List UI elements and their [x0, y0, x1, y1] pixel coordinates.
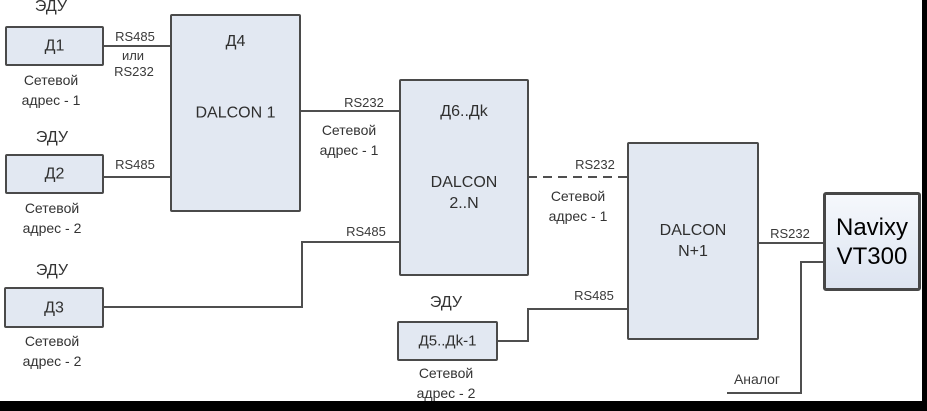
node-d5-caption: Сетевой адрес - 2 [416, 365, 476, 401]
node-d2-caption: Сетевой адрес - 2 [22, 200, 82, 236]
wire-label-rs485-d5: RS485 [574, 288, 614, 303]
node-d5-label: Д5..Дk-1 [418, 332, 477, 350]
node-navixy-label: Navixy VT300 [835, 213, 908, 270]
wire-label-ili: или [121, 48, 145, 63]
node-d1-label: Д1 [44, 37, 65, 55]
node-dalcon1-sublabel: Д4 [225, 33, 246, 50]
node-dalcon1-label: DALCON 1 [195, 104, 276, 122]
node-d5: Д5..Дk-1 [397, 321, 498, 361]
wire-label-rs232-dalcon1: RS232 [344, 95, 384, 110]
wire-caption-dalcon1-dalcon2n: Сетевой адрес - 1 [319, 122, 379, 158]
frame-bottom-border [0, 401, 927, 411]
node-dalcon2n-label: DALCON 2..N [430, 173, 498, 212]
wire-label-analog: Аналог [733, 371, 781, 387]
node-d3-header: ЭДУ [35, 262, 69, 279]
wire-d3-dalcon2n [103, 241, 399, 308]
wire-analog-navixy [727, 261, 823, 394]
node-d3-label: Д3 [44, 299, 64, 316]
wire-caption-dalcon2n-dalconn1: Сетевой адрес - 1 [548, 188, 608, 224]
wire-d5-dalconn1 [497, 308, 627, 342]
node-d2-label: Д2 [44, 165, 65, 183]
node-d1-header: ЭДУ [34, 0, 68, 15]
node-d2-header: ЭДУ [35, 129, 69, 146]
node-dalcon2n: Д6..Дk DALCON 2..N [399, 79, 529, 276]
node-dalcon2n-sublabel: Д6..Дk [440, 103, 488, 120]
wire-label-rs485-d3: RS485 [346, 224, 386, 239]
node-dalconn1-label: DALCON N+1 [659, 222, 727, 260]
node-d5-header: ЭДУ [429, 294, 463, 311]
node-navixy: Navixy VT300 [823, 192, 921, 291]
node-dalcon1: Д4 DALCON 1 [170, 14, 301, 212]
node-dalconn1: DALCON N+1 [627, 142, 759, 340]
node-d2: Д2 [5, 154, 104, 194]
node-d3: Д3 [4, 287, 104, 328]
node-d1: Д1 [5, 26, 104, 66]
node-d3-caption: Сетевой адрес - 2 [22, 333, 82, 369]
wire-label-rs232-d1: RS232 [114, 64, 154, 79]
wire-label-rs232-navixy: RS232 [770, 226, 810, 241]
wire-label-rs485-d1: RS485 [115, 29, 155, 44]
wire-label-rs232-dalcon2n: RS232 [575, 157, 615, 172]
wire-label-rs485-d2: RS485 [115, 157, 155, 172]
frame-right-border [922, 0, 927, 411]
node-d1-caption: Сетевой адрес - 1 [21, 72, 81, 108]
